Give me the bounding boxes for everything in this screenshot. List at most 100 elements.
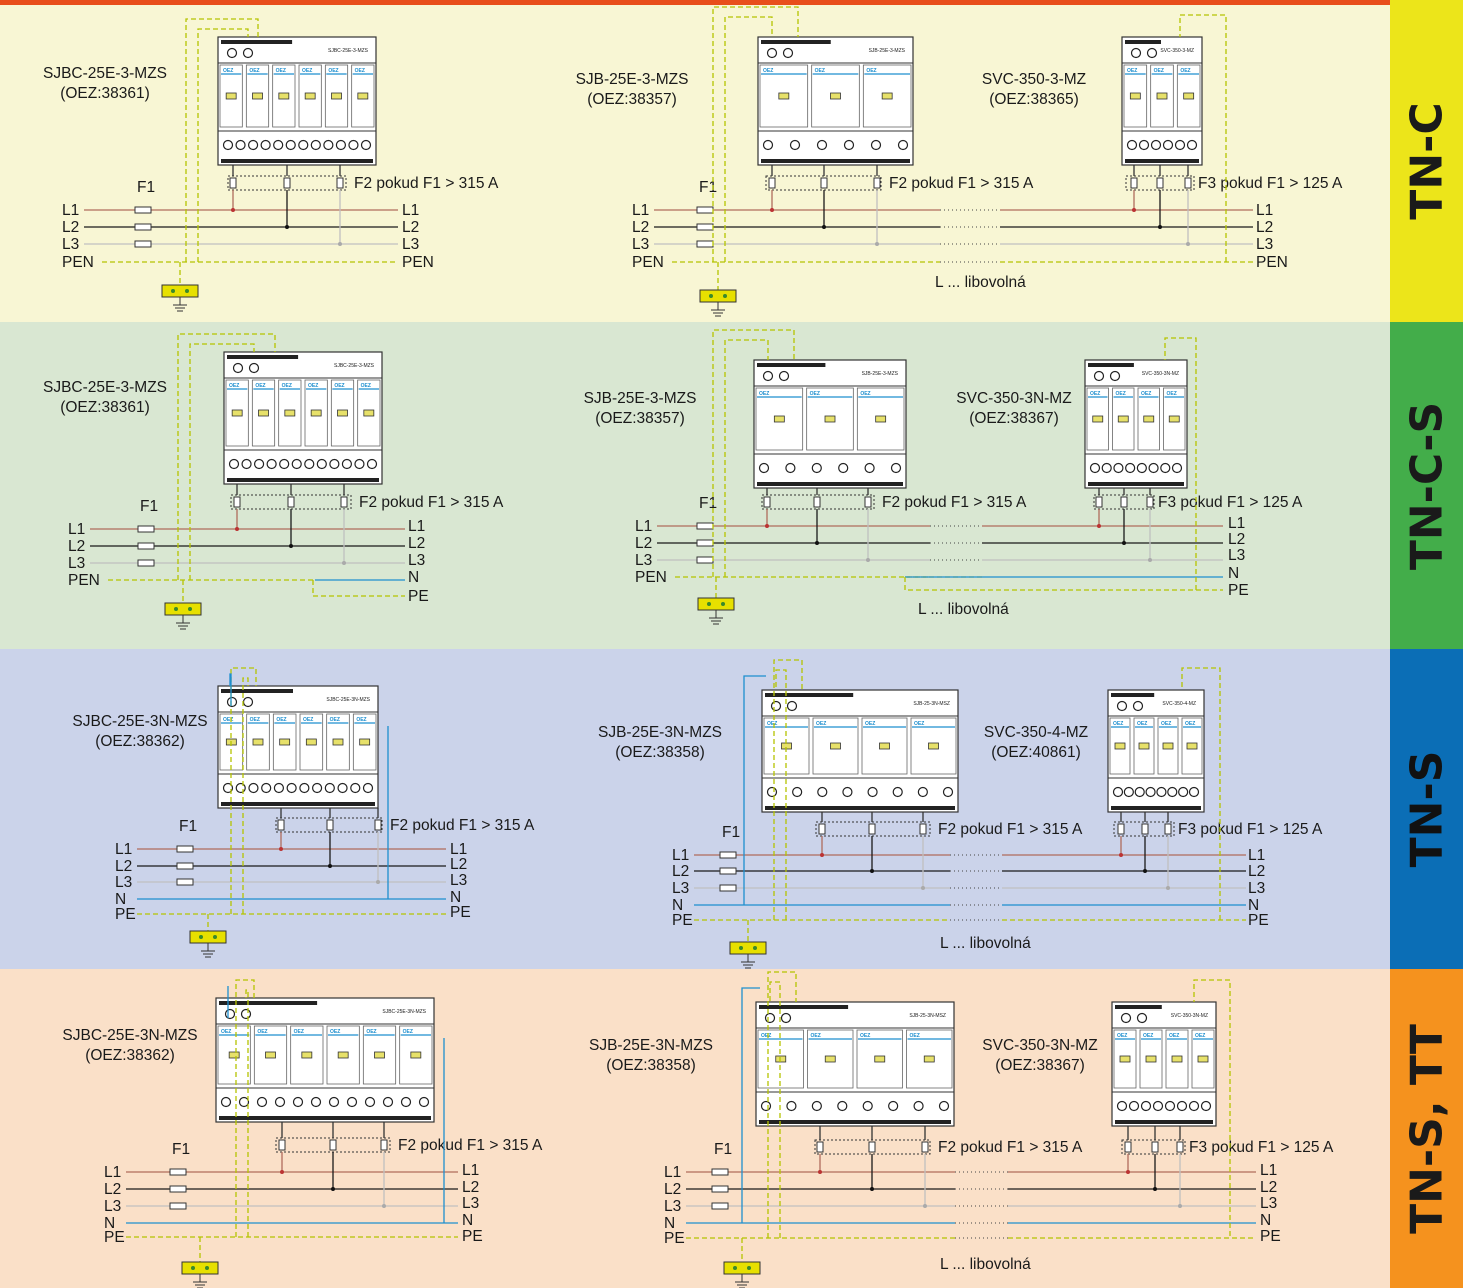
device-top-strip (757, 363, 826, 367)
terminal-icon (248, 782, 259, 794)
terminal-icon (286, 782, 297, 794)
fuse-group-f2 (765, 175, 882, 191)
line-label-L1: L1 (632, 202, 649, 219)
fuse-f2-note: F2 pokud F1 > 315 A (938, 1139, 1083, 1156)
pe-loop (1193, 979, 1231, 1236)
module-brand: OEZ (1195, 1033, 1205, 1039)
terminal-icon (310, 1096, 322, 1108)
module-brand: OEZ (1113, 721, 1123, 727)
status-window (879, 742, 890, 750)
fuse-f1-label: F1 (714, 1141, 732, 1158)
terminal-screw (199, 935, 203, 939)
fuse-group-frame (227, 175, 347, 191)
module-brand: OEZ (811, 1033, 821, 1039)
terminal-icon (1116, 700, 1128, 712)
fuse-f1 (696, 240, 714, 248)
module-brand: OEZ (223, 68, 233, 74)
module-brand: OEZ (1154, 68, 1164, 74)
device-top-strip (1111, 693, 1155, 697)
status-window (1117, 415, 1129, 423)
status-window (881, 92, 893, 100)
terminal-icon (337, 782, 348, 794)
device-label: SJB-25-3N-MSZ (909, 1013, 946, 1019)
ground-terminal (723, 1261, 761, 1275)
fuse-f1 (719, 851, 737, 859)
line-out-label-L3: L3 (1228, 547, 1245, 564)
terminal-icon (786, 700, 798, 712)
device-top-strip (221, 689, 293, 693)
module-brand: OEZ (229, 383, 239, 389)
terminal-icon (224, 1008, 236, 1020)
terminal-icon (1146, 47, 1158, 59)
fuse-f1 (696, 223, 714, 231)
line-out-label-L1: L1 (462, 1162, 479, 1179)
terminal-screw (171, 289, 175, 293)
ground-symbol (164, 602, 202, 630)
module-brand: OEZ (1137, 721, 1147, 727)
device-top-strip (1125, 40, 1161, 44)
terminal-icon (1150, 139, 1162, 151)
terminal-icon (837, 1100, 848, 1112)
terminal-screw (188, 607, 192, 611)
device1-code: (OEZ:38357) (595, 410, 685, 427)
line-label-L2: L2 (62, 219, 79, 236)
junction-dot (818, 1170, 822, 1174)
terminal-icon (247, 139, 259, 151)
pe-loop (245, 989, 249, 1237)
terminal-screw (709, 294, 713, 298)
device-code: (OEZ:38362) (85, 1047, 175, 1064)
fuse-f3-note: F3 pokud F1 > 125 A (1189, 1139, 1334, 1156)
module-brand: OEZ (1143, 1033, 1153, 1039)
status-window (363, 409, 375, 417)
junction-dot (923, 1204, 927, 1208)
line-out-label-L1: L1 (1260, 1162, 1277, 1179)
junction-dot (338, 242, 342, 246)
device-name: SJBC-25E-3-MZS (43, 379, 167, 396)
status-window (1143, 415, 1155, 423)
fuse-f2 (873, 177, 881, 189)
junction-dot (1143, 869, 1147, 873)
fuse-f2-note: F2 pokud F1 > 315 A (889, 175, 1034, 192)
module-brand: OEZ (1117, 1033, 1127, 1039)
line-out-label-L1: L1 (1228, 515, 1245, 532)
line-out-label-L2: L2 (1260, 1179, 1277, 1196)
ground-terminal (181, 1261, 219, 1275)
status-window (923, 1055, 935, 1063)
line-out-label-L3: L3 (408, 552, 425, 569)
fuse-group-frame (761, 494, 875, 510)
status-window (1156, 92, 1168, 100)
module-brand: OEZ (257, 1029, 267, 1035)
fuse-f3-note: F3 pokud F1 > 125 A (1178, 821, 1323, 838)
line-label-N: N (104, 1215, 115, 1232)
terminal-icon (778, 370, 790, 382)
fuse-f1 (719, 867, 737, 875)
pe-loop (197, 28, 249, 262)
fuse-group-frame (1121, 1139, 1186, 1155)
terminal-icon (862, 1100, 873, 1112)
junction-dot (866, 558, 870, 562)
device2-code: (OEZ:38367) (969, 410, 1059, 427)
status-window (265, 1051, 276, 1059)
fuse-f2 (1151, 1141, 1159, 1153)
n-loop (743, 675, 766, 905)
device-bottom-strip (227, 478, 379, 482)
line-label-L2: L2 (672, 863, 689, 880)
terminal-icon (311, 782, 323, 794)
device1-code: (OEZ:38357) (587, 91, 677, 108)
fuse-f1 (696, 539, 714, 547)
fuse-f1-label: F1 (172, 1141, 190, 1158)
terminal-icon (1136, 1012, 1148, 1024)
terminal-icon (1174, 139, 1186, 151)
module-brand: OEZ (759, 391, 769, 397)
line-label-L1: L1 (672, 847, 689, 864)
terminal-icon (811, 462, 822, 474)
pe-loop (724, 16, 773, 262)
terminal-icon (1136, 462, 1147, 474)
device-name: SJBC-25E-3-MZS (43, 65, 167, 82)
fuse-f1 (169, 1185, 187, 1193)
pe-loop (773, 659, 803, 920)
module-brand: OEZ (294, 1029, 304, 1035)
terminal-icon (1126, 139, 1138, 151)
module-brand: OEZ (763, 68, 773, 74)
